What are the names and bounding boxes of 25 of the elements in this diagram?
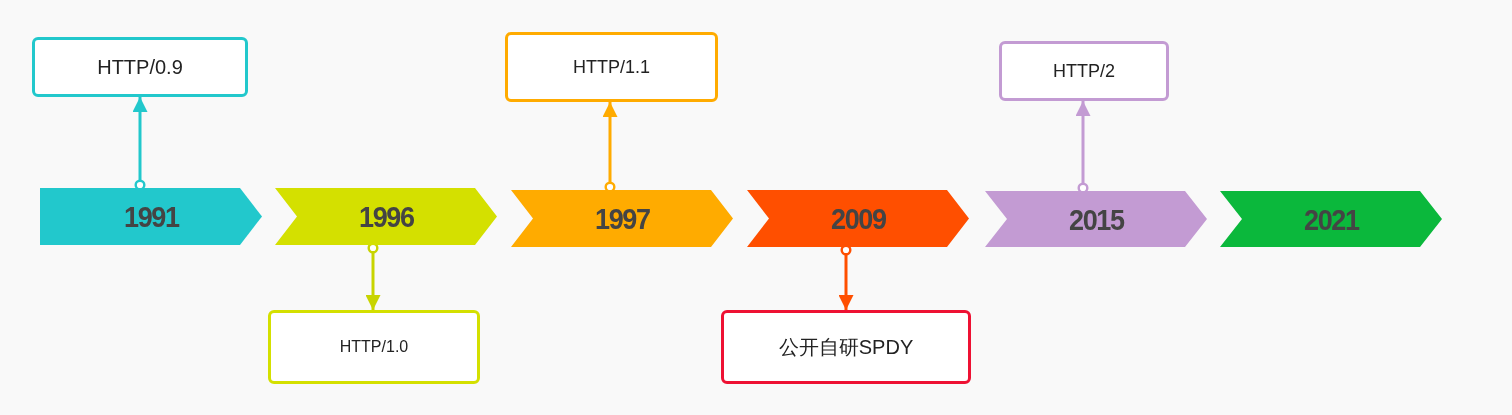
timeline-segment bbox=[275, 188, 497, 245]
year-label: 1991 bbox=[123, 199, 179, 235]
year-label: 2009 bbox=[830, 201, 886, 237]
timeline-segment bbox=[40, 188, 262, 245]
label-box bbox=[999, 41, 1169, 101]
label-box bbox=[721, 310, 971, 384]
label-box bbox=[268, 310, 480, 384]
box-label: HTTP/1.0 bbox=[339, 337, 409, 357]
year-label: 1997 bbox=[594, 201, 650, 237]
arrow bbox=[1075, 101, 1091, 194]
year-label: 2015 bbox=[1068, 201, 1124, 238]
timeline-segment bbox=[1220, 191, 1442, 247]
year-label: 2021 bbox=[1303, 201, 1359, 238]
label-box bbox=[505, 32, 718, 102]
box-label: HTTP/2 bbox=[1053, 60, 1115, 83]
timeline-segment bbox=[747, 190, 969, 247]
year-label: 1996 bbox=[358, 199, 414, 235]
label-box bbox=[32, 37, 248, 97]
box-label: HTTP/0.9 bbox=[97, 55, 183, 80]
timeline-segment bbox=[511, 190, 733, 247]
timeline-segment bbox=[985, 191, 1207, 247]
box-label: 公开自研SPDY bbox=[778, 335, 914, 360]
arrow bbox=[132, 97, 148, 191]
box-label: HTTP/1.1 bbox=[573, 56, 650, 79]
arrow bbox=[602, 102, 618, 193]
